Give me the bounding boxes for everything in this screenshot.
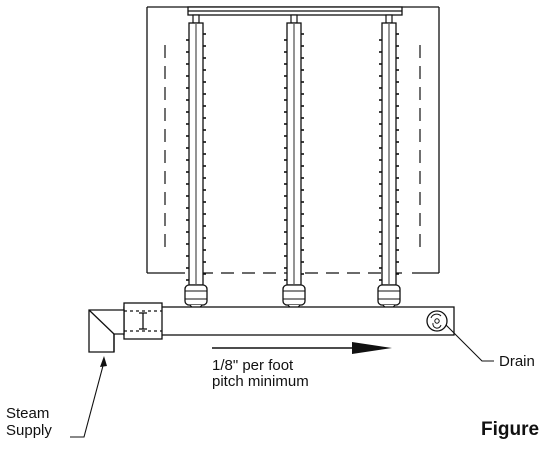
pitch-label-line2: pitch minimum (212, 373, 309, 390)
dispersion-tubes (184, 14, 401, 310)
figure-label: Figure (481, 419, 539, 440)
steam-supply-elbow (88, 309, 125, 353)
pipe-union (123, 302, 163, 340)
steam-leader-arrowhead (100, 356, 107, 367)
duct-dashed-edges (164, 45, 421, 274)
dispersion-tube-1 (184, 14, 208, 310)
tube-fitting (282, 284, 306, 306)
tube-fitting (377, 284, 401, 306)
drain-label: Drain (499, 353, 535, 370)
dispersion-tube-2 (282, 14, 306, 310)
tube-connector (192, 14, 200, 24)
tube-connector (385, 14, 393, 24)
pitch-label-line1: 1/8" per foot (212, 357, 294, 374)
top-header-bar (187, 6, 403, 16)
flow-direction-arrow (212, 342, 392, 354)
dispersion-tube-3 (377, 14, 401, 310)
steam-supply-label-line2: Supply (6, 422, 52, 439)
leader-lines (70, 324, 494, 438)
steam-supply-label-line1: Steam (6, 405, 49, 422)
steam-header-pipe (123, 306, 455, 336)
tube-connector (290, 14, 298, 24)
tube-fitting (184, 284, 208, 306)
drain-fitting-icon (426, 310, 448, 332)
